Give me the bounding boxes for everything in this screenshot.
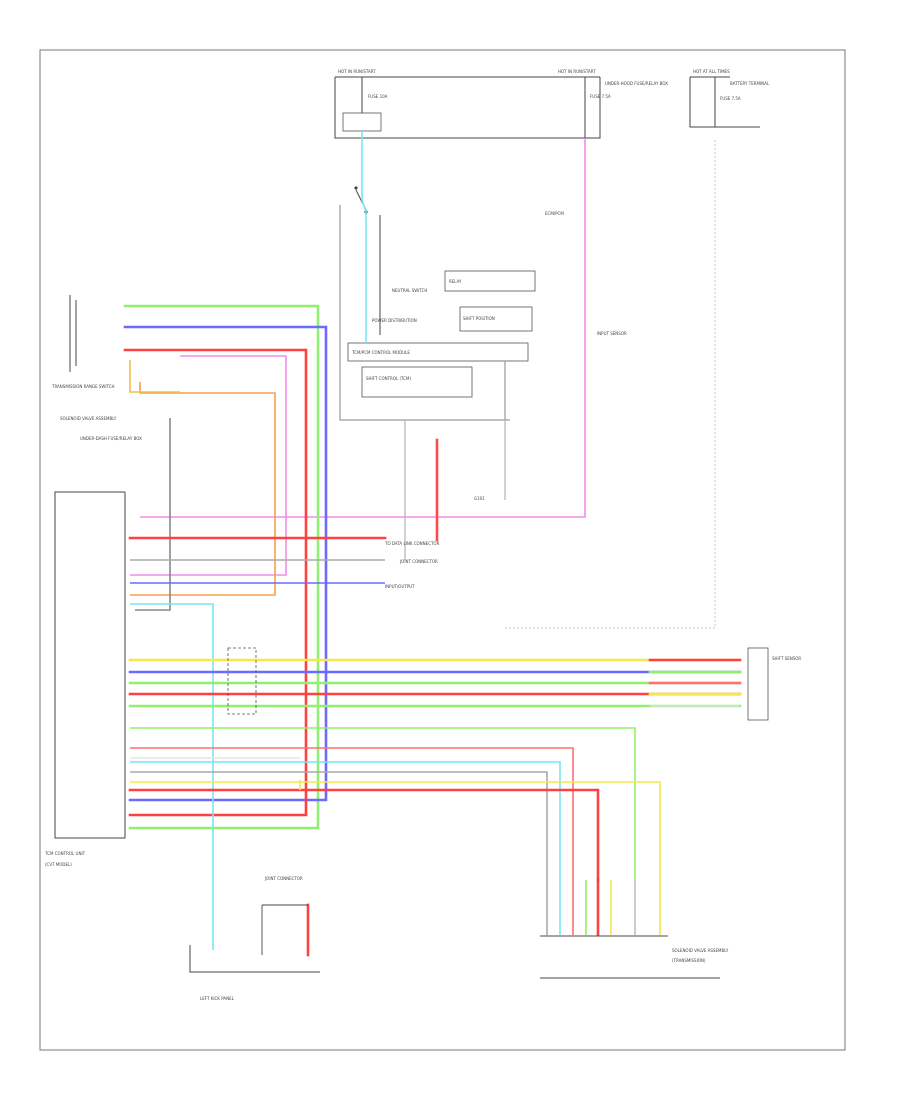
range-switch-device: TRANSMISSION RANGE SWITCH UNDER-DASH FUS… <box>51 295 142 441</box>
fuse-box-left-label: HOT IN RUN/START <box>338 69 376 74</box>
neutral-switch-label: NEUTRAL SWITCH <box>392 288 427 293</box>
battery-box-label: BATTERY TERMINAL <box>730 81 770 86</box>
fuse-box-right-label: HOT AT ALL TIMES <box>693 69 730 74</box>
bottom-right-label-2: (TRANSMISSION) <box>672 958 706 963</box>
fuse-left-label: FUSE 10A <box>368 94 388 99</box>
diagram-frame <box>39 49 846 1051</box>
power-dist-label: POWER DISTRIBUTION <box>372 318 417 323</box>
green-wire-top <box>123 304 320 830</box>
pcm-box-label: TCM/PCM CONTROL MODULE <box>351 350 410 355</box>
right-harness <box>128 647 742 715</box>
tcm-main-label: TCM CONTROL UNIT <box>44 851 86 856</box>
cyan-feed-wire <box>361 131 367 343</box>
relay-label: RELAY <box>449 279 462 284</box>
neutral-switch-symbol <box>354 186 381 335</box>
pcm-module: TCM/PCM CONTROL MODULE SHIFT CONTROL (TC… <box>339 205 536 421</box>
tcm-control-unit: TCM CONTROL UNIT (CVT MODEL) <box>44 491 126 867</box>
range-switch-label: TRANSMISSION RANGE SWITCH <box>51 384 115 389</box>
fuse-right-label: FUSE 7.5A <box>720 96 741 101</box>
joint-label: JOINT CONNECTOR <box>399 559 438 564</box>
fuse-box-mid-label: HOT IN RUN/START <box>558 69 596 74</box>
bottom-left-label-2: JOINT CONNECTOR <box>264 876 303 881</box>
under-hood-fuse-box: HOT IN RUN/START HOT IN RUN/START FUSE 1… <box>334 69 668 139</box>
ecm-label: ECM/PCM <box>545 211 564 216</box>
cyan-wire-down <box>130 603 214 950</box>
fuse-mid2-label: INPUT SENSOR <box>597 331 627 336</box>
lower-harness <box>128 727 661 882</box>
kick-panel-joint: JOINT CONNECTOR LEFT KICK PANEL <box>189 876 320 1001</box>
yellow-wire-top <box>129 360 180 393</box>
shift-sensor-device: SHIFT SENSOR <box>747 647 801 721</box>
solenoid-valve-assembly: SOLENOID VALVE ASSEMBLY (TRANSMISSION) <box>540 878 729 979</box>
orange-wire-top <box>130 382 276 596</box>
battery-fuse-box: HOT AT ALL TIMES BATTERY TERMINAL FUSE 7… <box>689 69 770 128</box>
ground-label-mid: G101 <box>474 496 485 501</box>
shift-pos-label: SHIFT POSITION <box>463 316 495 321</box>
blue-wire-top <box>123 325 328 802</box>
tcm-sub-label: (CVT MODEL) <box>45 862 72 867</box>
under-dash-label: UNDER-DASH FUSE/RELAY BOX <box>80 436 142 441</box>
pink-feed-wire <box>140 138 586 518</box>
gray-wire-top <box>135 418 171 611</box>
right-device-label: SHIFT SENSOR <box>772 656 801 661</box>
fuse-mid-label: FUSE 7.5A <box>590 94 611 99</box>
magenta-wire-top <box>130 355 287 576</box>
pcm-sub-label: SHIFT CONTROL (TCM) <box>366 376 411 381</box>
bottom-left-label: LEFT KICK PANEL <box>200 996 235 1001</box>
under-hood-box-label: UNDER-HOOD FUSE/RELAY BOX <box>605 81 668 86</box>
can-mid-label: INPUT/OUTPUT <box>385 584 415 589</box>
left-box-label: SOLENOID VALVE ASSEMBLY <box>60 416 117 421</box>
bottom-right-label: SOLENOID VALVE ASSEMBLY <box>672 948 729 953</box>
can-upper-label: TO DATA LINK CONNECTOR <box>384 541 440 546</box>
